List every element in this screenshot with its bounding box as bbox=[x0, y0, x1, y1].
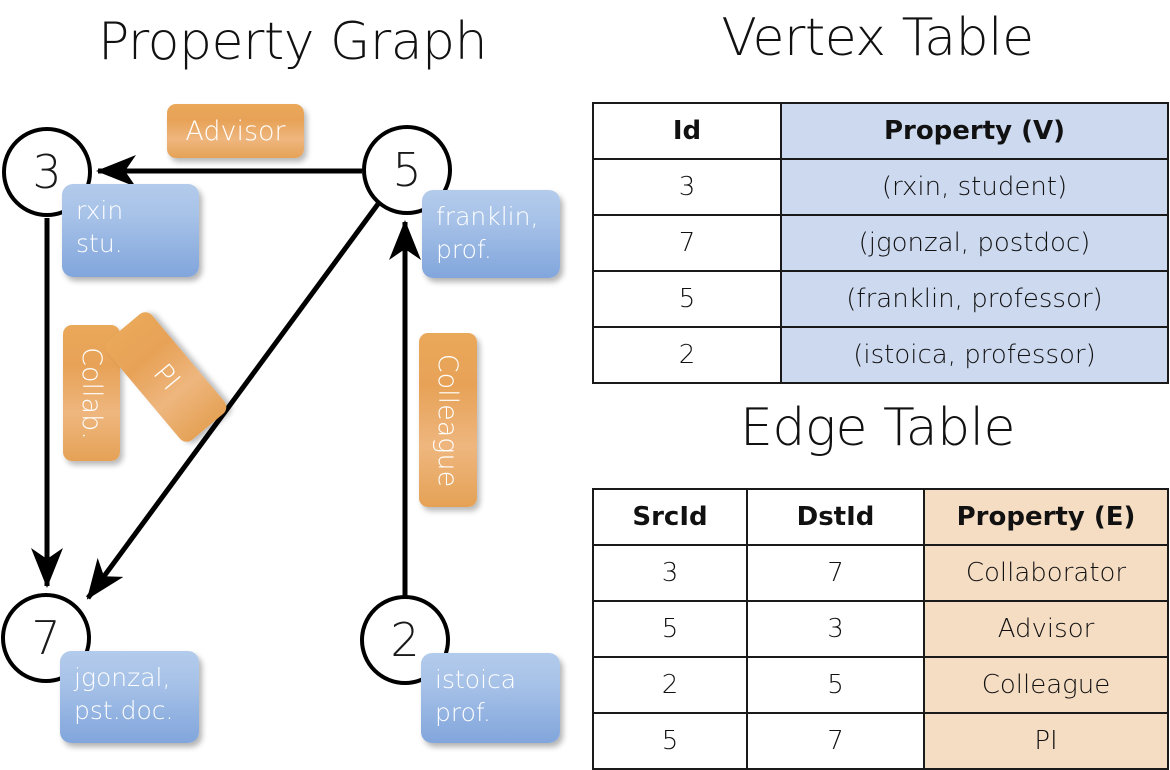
edge-cell-property: Collaborator bbox=[923, 544, 1169, 602]
table-row: 2 (istoica, professor) bbox=[592, 326, 1169, 384]
edge-cell-dstid: 3 bbox=[746, 600, 925, 658]
graph-node-7-label: 7 bbox=[31, 611, 61, 665]
page-title-vertex-table: Vertex Table bbox=[721, 8, 1034, 68]
property-graph-diagram: 3 5 7 2 rxin stu. franklin, prof. jgonza… bbox=[0, 0, 585, 760]
table-row: 5 3 Advisor bbox=[592, 600, 1169, 658]
graph-edge-arrows bbox=[31, 155, 421, 600]
edge-table-header-row: SrcId DstId Property (E) bbox=[592, 488, 1169, 546]
vertex-cell-property: (franklin, professor) bbox=[780, 270, 1169, 328]
vertex-table-header-property: Property (V) bbox=[780, 102, 1169, 160]
graph-node-5[interactable]: 5 bbox=[362, 125, 452, 215]
vertex-property-box-5: franklin, prof. bbox=[422, 190, 560, 278]
edge-cell-property: PI bbox=[923, 712, 1169, 770]
edge-cell-srcid: 5 bbox=[592, 712, 748, 770]
edge-arrow-pi bbox=[85, 202, 381, 600]
vertex-table: Id Property (V) 3 (rxin, student) 7 (jgo… bbox=[592, 102, 1169, 384]
edge-label-collab-text: Collab. bbox=[76, 346, 107, 440]
page-title-property-graph: Property Graph bbox=[97, 12, 488, 72]
vertex-cell-property: (istoica, professor) bbox=[780, 326, 1169, 384]
vertex-property-box-7: jgonzal, pst.doc. bbox=[60, 651, 199, 743]
edge-table-header-dstid: DstId bbox=[746, 488, 925, 546]
edge-table-header-srcid: SrcId bbox=[592, 488, 748, 546]
vertex-cell-id: 2 bbox=[592, 326, 782, 384]
table-row: 3 (rxin, student) bbox=[592, 158, 1169, 216]
table-row: 7 (jgonzal, postdoc) bbox=[592, 214, 1169, 272]
vertex-cell-property: (rxin, student) bbox=[780, 158, 1169, 216]
page-title-edge-table: Edge Table bbox=[739, 398, 1016, 458]
edge-label-advisor-text: Advisor bbox=[185, 115, 286, 147]
vertex-property-box-2: istoica prof. bbox=[421, 653, 560, 743]
edge-label-advisor: Advisor bbox=[167, 104, 304, 158]
edge-cell-srcid: 3 bbox=[592, 544, 748, 602]
graph-node-2[interactable]: 2 bbox=[360, 595, 450, 685]
edge-label-pi-text: PI bbox=[146, 357, 186, 397]
vertex-cell-property: (jgonzal, postdoc) bbox=[780, 214, 1169, 272]
edge-table-header-property: Property (E) bbox=[923, 488, 1169, 546]
table-row: 2 5 Colleague bbox=[592, 656, 1169, 714]
vertex-table-header-row: Id Property (V) bbox=[592, 102, 1169, 160]
graph-node-5-label: 5 bbox=[392, 143, 422, 197]
table-row: 5 (franklin, professor) bbox=[592, 270, 1169, 328]
table-row: 5 7 PI bbox=[592, 712, 1169, 770]
graph-node-2-label: 2 bbox=[390, 613, 420, 667]
graph-node-3-label: 3 bbox=[32, 145, 62, 199]
edge-cell-dstid: 7 bbox=[746, 712, 925, 770]
vertex-cell-id: 3 bbox=[592, 158, 782, 216]
edge-cell-srcid: 5 bbox=[592, 600, 748, 658]
table-row: 3 7 Collaborator bbox=[592, 544, 1169, 602]
vertex-property-box-3: rxin stu. bbox=[62, 184, 199, 277]
edge-cell-dstid: 5 bbox=[746, 656, 925, 714]
edge-label-colleague: Colleague bbox=[419, 333, 477, 507]
edge-cell-srcid: 2 bbox=[592, 656, 748, 714]
edge-cell-property: Colleague bbox=[923, 656, 1169, 714]
edge-cell-property: Advisor bbox=[923, 600, 1169, 658]
vertex-cell-id: 7 bbox=[592, 214, 782, 272]
edge-label-colleague-text: Colleague bbox=[432, 353, 464, 487]
edge-cell-dstid: 7 bbox=[746, 544, 925, 602]
vertex-table-header-id: Id bbox=[592, 102, 782, 160]
vertex-cell-id: 5 bbox=[592, 270, 782, 328]
edge-table: SrcId DstId Property (E) 3 7 Collaborato… bbox=[592, 488, 1169, 770]
